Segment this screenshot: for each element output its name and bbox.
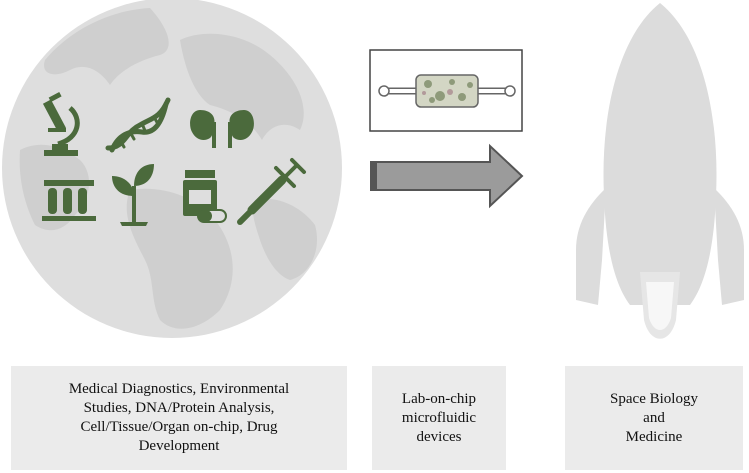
caption-space: Space Biology and Medicine	[565, 366, 743, 470]
pill-bottle-icon	[183, 170, 227, 223]
microscope-icon	[42, 91, 80, 156]
plant-icon	[112, 164, 154, 226]
chip-cells	[422, 79, 473, 103]
dna-icon	[105, 97, 171, 153]
rocket-icon	[576, 3, 744, 339]
caption-applications: Medical Diagnostics, Environmental Studi…	[11, 366, 347, 470]
kidney-icon	[190, 110, 254, 148]
caption-applications-text: Medical Diagnostics, Environmental Studi…	[68, 381, 290, 454]
caption-devices: Lab-on-chip microfluidic devices	[372, 366, 506, 470]
arrow-right-icon	[370, 143, 524, 209]
caption-devices-text: Lab-on-chip microfluidic devices	[401, 390, 477, 445]
syringe-icon	[237, 158, 306, 225]
caption-space-text: Space Biology and Medicine	[610, 390, 698, 445]
test-tubes-icon	[42, 180, 96, 221]
microfluidic-chip-icon	[369, 49, 523, 132]
